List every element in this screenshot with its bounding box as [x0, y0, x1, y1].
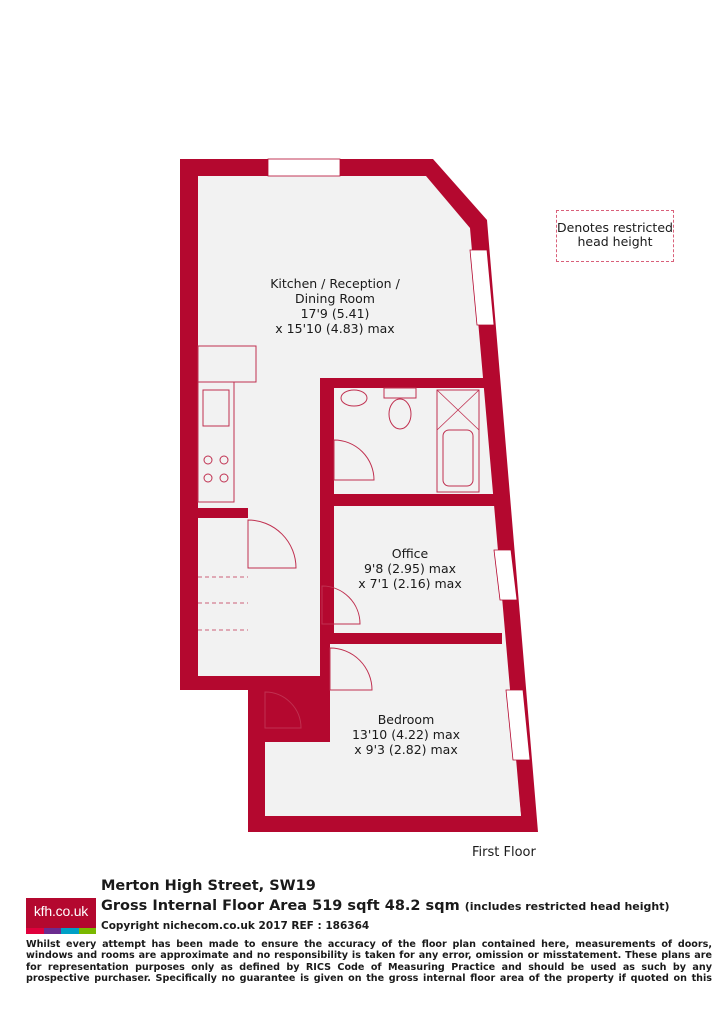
- office-dim2: x 7'1 (2.16) max: [358, 576, 461, 591]
- bath-icon: [436, 389, 480, 493]
- window-right-bedroom: [505, 689, 531, 761]
- hob-ring-icon: [219, 473, 229, 483]
- window-right-upper: [469, 249, 495, 326]
- hob-ring-icon: [219, 455, 229, 465]
- interior-wall-core: [320, 378, 334, 643]
- window-right-office: [493, 549, 518, 601]
- kitchen-name-line2: Dining Room: [295, 291, 375, 306]
- logo-stripe: [78, 928, 96, 934]
- property-address: Merton High Street, SW19: [101, 878, 316, 894]
- bedroom-dim1: 13'10 (4.22) max: [352, 727, 460, 742]
- copyright: Copyright nichecom.co.uk 2017 REF : 1863…: [101, 920, 370, 932]
- restricted-height-legend-box: [556, 210, 674, 262]
- window-top: [267, 158, 341, 177]
- floor-area-note: (includes restricted head height): [464, 900, 670, 913]
- office-name: Office: [392, 546, 429, 561]
- logo-stripe: [61, 928, 79, 934]
- kitchen-unit: [197, 381, 235, 503]
- door-swing-bathroom: [333, 439, 375, 481]
- kitchen-dim2: x 15'10 (4.83) max: [275, 321, 394, 336]
- office-bottom-wall: [320, 633, 502, 644]
- bathroom-floor: [334, 388, 485, 494]
- logo-stripes: [26, 928, 96, 934]
- office-floor: [334, 506, 502, 633]
- floor-label: First Floor: [472, 845, 536, 860]
- logo-text: kfh.co.uk: [33, 903, 89, 919]
- kfh-logo: kfh.co.uk: [26, 898, 96, 934]
- bedroom-floor: [265, 644, 521, 816]
- door-swing-lobby: [247, 519, 297, 569]
- bedroom-left-wall: [320, 644, 330, 742]
- bath-cross-icon: [436, 389, 480, 431]
- restricted-height-legend: Denotes restricted head height: [552, 221, 678, 249]
- door-swing-office: [321, 585, 361, 625]
- sink-icon: [202, 389, 230, 427]
- logo-stripe: [26, 928, 44, 934]
- bath-inner-icon: [442, 429, 474, 487]
- stair-wall: [180, 508, 198, 690]
- floor-plan: Kitchen / Reception / Dining Room 17'9 (…: [180, 158, 538, 832]
- office-dim1: 9'8 (2.95) max: [364, 561, 456, 576]
- floor-area-line: Gross Internal Floor Area 519 sqft 48.2 …: [101, 898, 670, 914]
- toilet-bowl-icon: [388, 398, 412, 430]
- legend-line2: head height: [577, 234, 653, 249]
- bathroom-top-wall: [320, 378, 485, 388]
- bedroom-dim2: x 9'3 (2.82) max: [354, 742, 457, 757]
- door-swing-closet: [264, 691, 302, 729]
- floor-area-text: Gross Internal Floor Area 519 sqft 48.2 …: [101, 898, 460, 914]
- bathroom-bottom-wall: [320, 494, 495, 506]
- bedroom-name: Bedroom: [378, 712, 435, 727]
- hob-ring-icon: [203, 455, 213, 465]
- kitchen-dim1: 17'9 (5.41): [301, 306, 370, 321]
- logo-stripe: [43, 928, 61, 934]
- lobby-wall: [198, 508, 248, 518]
- legend-line1: Denotes restricted: [557, 220, 673, 235]
- hob-ring-icon: [203, 473, 213, 483]
- door-swing-bedroom: [329, 647, 373, 691]
- disclaimer: Whilst every attempt has been made to en…: [26, 939, 712, 983]
- kitchen-name-line1: Kitchen / Reception /: [270, 276, 400, 291]
- basin-icon: [340, 389, 368, 407]
- toilet-cistern-icon: [383, 387, 417, 399]
